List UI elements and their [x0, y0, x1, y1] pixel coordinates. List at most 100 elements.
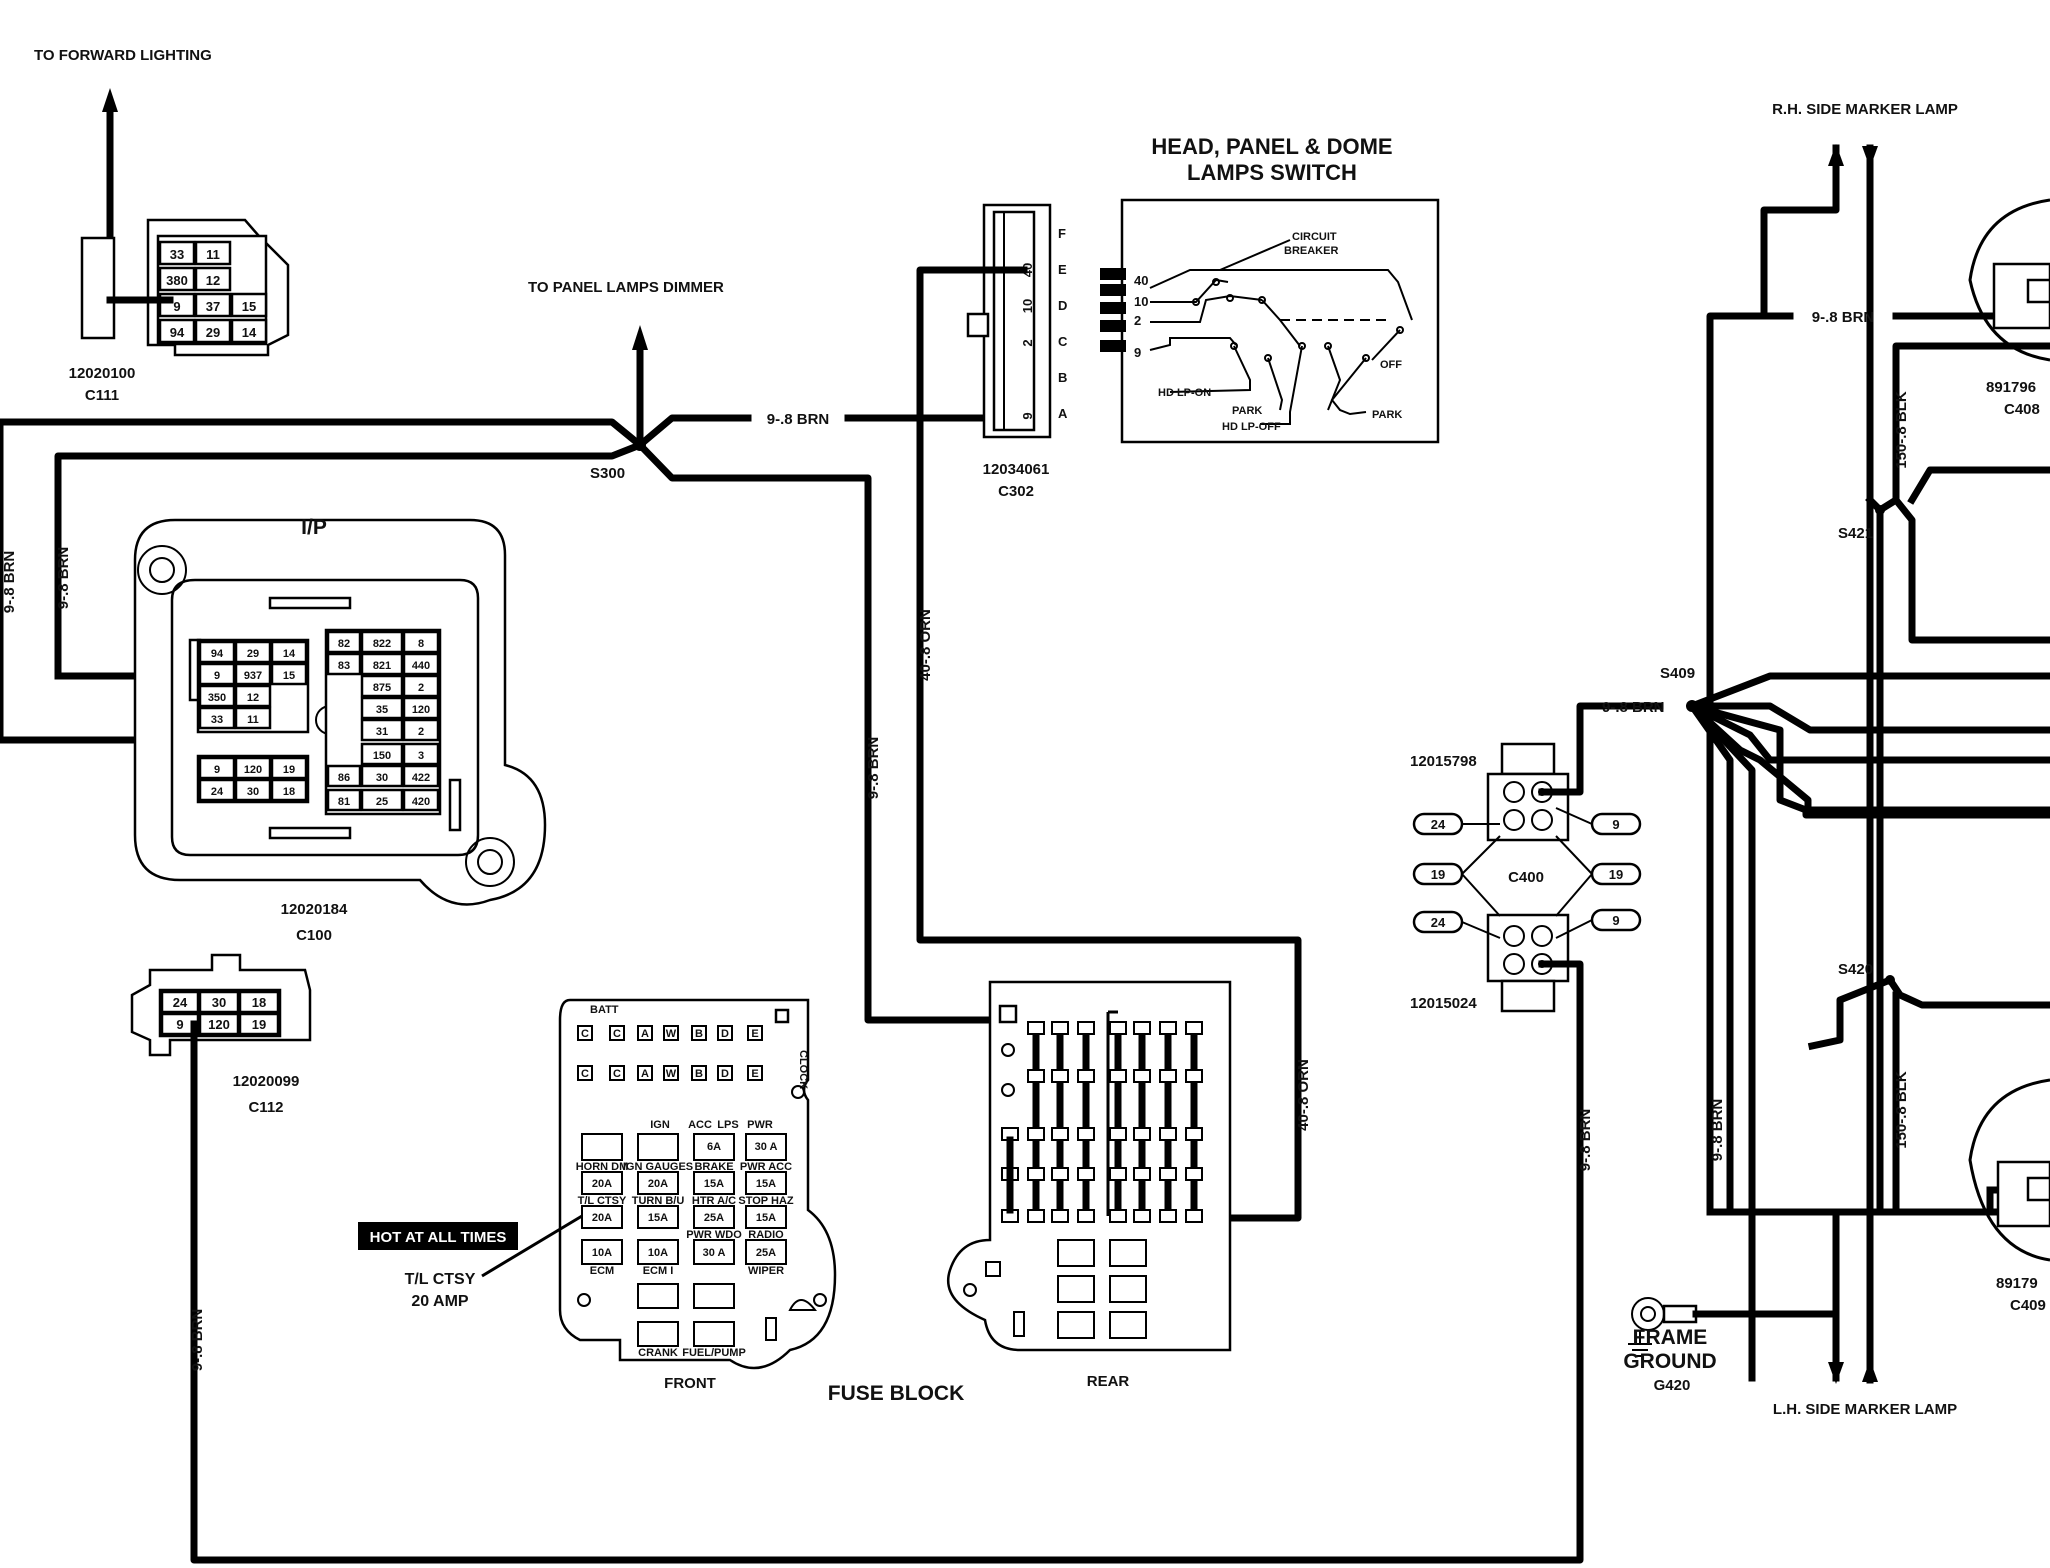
svg-text:C: C	[581, 1028, 589, 1040]
svg-text:B: B	[695, 1068, 703, 1080]
svg-text:822: 822	[373, 638, 391, 650]
c408-lamp: 891796 C408	[1968, 198, 2050, 418]
svg-text:30: 30	[212, 995, 226, 1010]
batt-label: BATT	[590, 1004, 619, 1016]
svg-text:40: 40	[1134, 273, 1148, 288]
wire-9-brn-label-left1: 9-.8 BRN	[1, 551, 18, 614]
svg-text:30 A: 30 A	[755, 1141, 778, 1153]
svg-text:STOP HAZ: STOP HAZ	[738, 1195, 793, 1207]
svg-text:37: 37	[206, 299, 220, 314]
switch-title-line2: LAMPS SWITCH	[1187, 160, 1357, 185]
hot-at-all-times-label: HOT AT ALL TIMES	[370, 1229, 507, 1246]
circuit-breaker-label-1: CIRCUIT	[1292, 231, 1337, 243]
svg-text:120: 120	[412, 704, 430, 716]
wire-9-brn-label-rh: 9-.8 BRN	[1812, 309, 1875, 326]
svg-text:A: A	[1058, 406, 1068, 421]
circuit-breaker-label-2: BREAKER	[1284, 245, 1338, 257]
svg-text:821: 821	[373, 660, 391, 672]
c112-part-number: 12020099	[233, 1073, 300, 1090]
svg-text:CRANK: CRANK	[638, 1347, 678, 1359]
svg-text:24: 24	[173, 995, 188, 1010]
svg-text:33: 33	[211, 714, 223, 726]
svg-text:HTR A/C: HTR A/C	[692, 1195, 736, 1207]
tl-ctsy-label: T/L CTSY	[405, 1271, 476, 1288]
splice-s420-dot	[1885, 975, 1895, 985]
svg-text:B: B	[1058, 370, 1067, 385]
svg-text:3: 3	[418, 750, 424, 762]
svg-text:937: 937	[244, 670, 262, 682]
wire-9-brn-label-c400: 9-.8 BRN	[1602, 699, 1665, 716]
svg-text:HORN DM: HORN DM	[576, 1161, 629, 1173]
svg-text:IGN: IGN	[650, 1119, 670, 1131]
svg-text:E: E	[751, 1068, 758, 1080]
svg-text:24: 24	[1431, 915, 1446, 930]
svg-text:2: 2	[418, 682, 424, 694]
panel-dimmer-arrow-icon	[632, 325, 648, 350]
svg-text:440: 440	[412, 660, 430, 672]
svg-text:W: W	[666, 1028, 677, 1040]
svg-text:D: D	[721, 1068, 729, 1080]
svg-text:29: 29	[247, 648, 259, 660]
rear-label: REAR	[1087, 1373, 1130, 1390]
svg-text:33: 33	[170, 247, 184, 262]
svg-text:PWR: PWR	[747, 1119, 773, 1131]
wire-150-blk-label-1: 150-.8 BLK	[1893, 391, 1910, 469]
svg-text:31: 31	[376, 726, 388, 738]
fuse-block-rear: REAR	[947, 980, 1232, 1390]
svg-text:D: D	[1058, 298, 1067, 313]
svg-text:86: 86	[338, 772, 350, 784]
lh-marker-down-arrow-icon	[1828, 1362, 1844, 1384]
park-label: PARK	[1232, 405, 1262, 417]
svg-text:11: 11	[206, 247, 220, 262]
splice-s421-label: S421	[1838, 525, 1873, 542]
c111-id: C111	[85, 387, 119, 404]
svg-text:12: 12	[247, 692, 259, 704]
svg-text:420: 420	[412, 796, 430, 808]
svg-text:14: 14	[242, 325, 257, 340]
svg-text:25A: 25A	[756, 1247, 776, 1259]
ip-label: I/P	[301, 516, 327, 539]
svg-text:19: 19	[1609, 867, 1623, 882]
svg-text:25: 25	[376, 796, 388, 808]
svg-text:422: 422	[412, 772, 430, 784]
svg-text:20A: 20A	[648, 1178, 668, 1190]
svg-text:E: E	[751, 1028, 758, 1040]
svg-text:ECM I: ECM I	[643, 1265, 674, 1277]
svg-text:2: 2	[1020, 339, 1035, 346]
wire-9-brn-label-mid: 9-.8 BRN	[865, 737, 882, 800]
svg-text:120: 120	[208, 1017, 230, 1032]
c112-connector: 24 30 18 9 120 19 12020099 C112 9-.8 BRN	[130, 953, 1584, 1564]
frame-ground-label-2: GROUND	[1623, 1350, 1716, 1373]
c112-id: C112	[248, 1099, 283, 1116]
svg-text:9: 9	[176, 1017, 183, 1032]
svg-text:20A: 20A	[592, 1212, 612, 1224]
svg-text:9: 9	[1134, 345, 1141, 360]
svg-text:A: A	[641, 1028, 649, 1040]
splice-s409-label: S409	[1660, 665, 1695, 682]
clock-label: CLOCK	[797, 1050, 809, 1089]
rh-marker-in-arrow-icon	[1862, 146, 1878, 168]
svg-text:24: 24	[211, 786, 224, 798]
svg-text:A: A	[641, 1068, 649, 1080]
svg-text:ECM: ECM	[590, 1265, 614, 1277]
svg-text:15: 15	[242, 299, 256, 314]
svg-text:29: 29	[206, 325, 220, 340]
park2-label: PARK	[1372, 409, 1402, 421]
svg-text:C: C	[613, 1068, 621, 1080]
svg-text:875: 875	[373, 682, 391, 694]
c400-id: C400	[1508, 869, 1544, 886]
splice-s421-dot	[1875, 505, 1885, 515]
svg-text:LPS: LPS	[717, 1119, 738, 1131]
svg-text:18: 18	[252, 995, 266, 1010]
splice-s300-label: S300	[590, 465, 625, 482]
svg-text:10A: 10A	[648, 1247, 668, 1259]
svg-text:ACC: ACC	[688, 1119, 712, 1131]
to-forward-lighting-label: TO FORWARD LIGHTING	[34, 47, 212, 64]
svg-text:T/L CTSY: T/L CTSY	[578, 1195, 627, 1207]
svg-text:120: 120	[244, 764, 262, 776]
lh-side-marker-label: L.H. SIDE MARKER LAMP	[1773, 1401, 1957, 1418]
svg-text:PWR WDO: PWR WDO	[686, 1229, 742, 1241]
svg-text:83: 83	[338, 660, 350, 672]
amp20-label: 20 AMP	[411, 1293, 469, 1310]
